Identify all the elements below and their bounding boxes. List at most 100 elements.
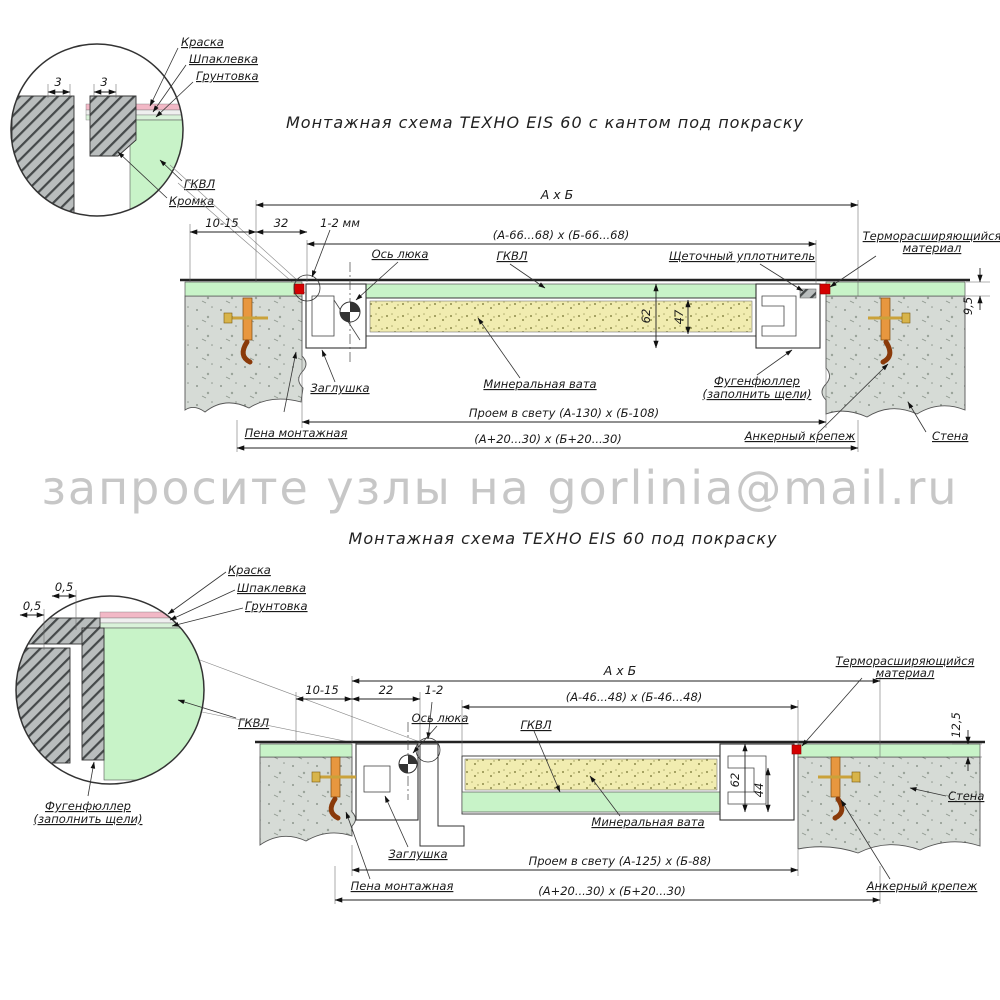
label-putty: Шпаклевка xyxy=(189,52,258,66)
dim-lid-size-2: (А-46...48) х (Б-46...48) xyxy=(566,690,703,704)
mineral-wool-2 xyxy=(464,758,718,791)
lid-gkvl xyxy=(365,283,757,299)
dim-wall-gap: 10-15 xyxy=(205,216,238,230)
dim-gkvl-thickness: 9,5 xyxy=(961,297,975,315)
label-wall: Стена xyxy=(932,429,968,443)
top-detail-view: 3 3 Краска Шпаклевка Грунтовка ГКВЛ Кром… xyxy=(10,35,306,294)
label-gkvl-detail-2: ГКВЛ xyxy=(238,716,269,730)
dim-depth-wool-2: 44 xyxy=(752,783,766,798)
label-edge: Кромка xyxy=(169,194,214,208)
frame-left-2 xyxy=(355,722,419,821)
frame-right xyxy=(755,283,821,349)
label-fugen-1: Фугенфюллер xyxy=(714,374,800,388)
mineral-wool xyxy=(369,300,753,333)
label-primer: Грунтовка xyxy=(196,69,259,83)
thermo-strip-2 xyxy=(791,744,802,755)
label-thermo-2-2: материал xyxy=(876,666,935,680)
label-anchor: Анкерный крепеж xyxy=(744,429,856,443)
dim-clear-opening-2: Проем в свету (А-125) х (Б-88) xyxy=(529,854,712,868)
dim-depth-wool: 47 xyxy=(672,309,686,324)
thermo-strip-right xyxy=(819,283,831,295)
label-brush-seal: Щеточный уплотнитель xyxy=(669,249,815,263)
label-paint-2: Краска xyxy=(228,563,271,577)
wall-left-2 xyxy=(259,756,356,846)
lid-gkvl-2 xyxy=(461,791,721,813)
watermark-text: запросите узлы на gorlinia@mail.ru xyxy=(41,461,958,515)
label-mineral-wool-2: Минеральная вата xyxy=(591,815,704,829)
label-plug-2: Заглушка xyxy=(388,847,447,861)
detail-dim-gap: 3 xyxy=(54,75,61,89)
label-thermo-1: Терморасширяющийся xyxy=(863,229,1000,243)
label-gkvl-detail: ГКВЛ xyxy=(184,177,215,191)
bottom-dimension-lines xyxy=(295,676,982,904)
top-title: Монтажная схема ТЕХНО EIS 60 с кантом по… xyxy=(286,113,804,132)
primer-layer-2 xyxy=(99,622,204,629)
gkvl-strip-right-2 xyxy=(797,743,981,758)
anchor-right-2 xyxy=(818,756,861,821)
label-paint: Краска xyxy=(181,35,224,49)
dim-gap-2: 1-2 xyxy=(425,683,444,697)
dim-wall-gap-2: 10-15 xyxy=(305,683,338,697)
detail-dim-paint: 0,5 xyxy=(55,580,73,594)
dim-offset: 32 xyxy=(274,216,289,230)
dim-mounting-opening: (А+20...30) х (Б+20...30) xyxy=(474,432,622,446)
hinge-axis-symbol-2 xyxy=(398,754,418,774)
label-putty-2: Шпаклевка xyxy=(237,581,306,595)
dim-gap: 1-2 мм xyxy=(320,216,360,230)
bottom-cross-section: А х Б (А-46...48) х (Б-46...48) 10-15 22… xyxy=(255,654,985,904)
wall-right-2 xyxy=(797,756,981,854)
label-fugen-detail-1: Фугенфюллер xyxy=(45,799,131,813)
anchor-right xyxy=(868,297,911,365)
joint-fill-section xyxy=(81,627,105,761)
label-foam-2: Пена монтажная xyxy=(351,879,454,893)
dim-gkvl-thickness-2: 12,5 xyxy=(949,712,963,738)
lid-front-profile xyxy=(419,743,465,847)
dim-mounting-opening-2: (А+20...30) х (Б+20...30) xyxy=(538,884,686,898)
thermo-strip-left xyxy=(293,283,305,295)
detail-dim-putty: 0,5 xyxy=(23,599,41,613)
label-primer-2: Грунтовка xyxy=(245,599,308,613)
label-hatch-axis-2: Ось люка xyxy=(412,711,469,725)
frame-left xyxy=(305,262,367,362)
frame-right-2 xyxy=(719,743,795,821)
dim-offset-2: 22 xyxy=(379,683,394,697)
anchor-left xyxy=(223,297,268,365)
dim-lid-size: (А-66...68) х (Б-66...68) xyxy=(493,228,630,242)
label-anchor-2: Анкерный крепеж xyxy=(866,879,978,893)
detail-circle-outline xyxy=(10,43,184,217)
dim-depth-frame: 62 xyxy=(639,309,653,324)
top-cross-section: А х Б (А-66...68) х (Б-66...68) 10-15 32… xyxy=(180,187,1000,452)
detail-dimensions xyxy=(47,84,117,98)
dim-axb-2: А х Б xyxy=(603,663,636,678)
label-gkvl: ГКВЛ xyxy=(496,249,527,263)
dim-depth-frame-2: 62 xyxy=(728,773,742,788)
gkvl-strip-right xyxy=(825,281,966,297)
detail-dimensions-2 xyxy=(19,590,77,650)
label-thermo-2: материал xyxy=(903,241,962,255)
wall-right xyxy=(821,295,966,418)
detail-leaders xyxy=(117,47,194,199)
hinge-axis-symbol xyxy=(339,301,361,323)
label-gkvl-2: ГКВЛ xyxy=(520,718,551,732)
frame-profile-section-2 xyxy=(16,647,71,764)
label-hatch-axis: Ось люка xyxy=(372,247,429,261)
gkvl-strip-left-2 xyxy=(259,743,353,758)
label-fugen-detail-2: (заполнить щели) xyxy=(34,812,143,826)
anchor-left-2 xyxy=(311,756,356,821)
brush-seal xyxy=(799,288,817,299)
label-plug: Заглушка xyxy=(310,381,369,395)
dim-clear-opening: Проем в свету (А-130) х (Б-108) xyxy=(469,406,659,420)
paint-layer-2 xyxy=(99,611,204,619)
label-wall-2: Стена xyxy=(948,789,984,803)
label-fugen-2: (заполнить щели) xyxy=(703,387,812,401)
label-foam: Пена монтажная xyxy=(245,426,348,440)
dim-axb: А х Б xyxy=(540,187,573,202)
gkvl-strip-left xyxy=(184,281,303,297)
bottom-title: Монтажная схема ТЕХНО EIS 60 под покраск… xyxy=(349,529,778,548)
detail-leaders-2 xyxy=(87,571,244,797)
label-mineral-wool: Минеральная вата xyxy=(483,377,596,391)
frame-profile-section xyxy=(11,95,75,216)
detail-dim-edge: 3 xyxy=(100,75,107,89)
